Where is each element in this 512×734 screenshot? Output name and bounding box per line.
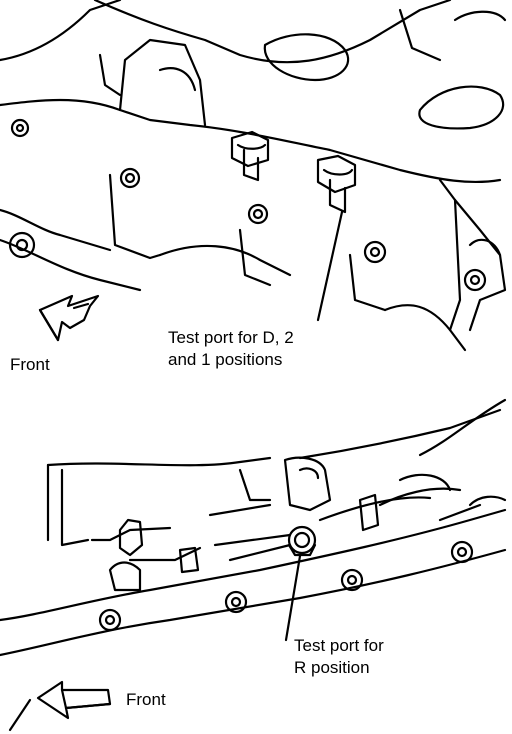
bottom-callout-label-line2: R position <box>294 658 370 677</box>
front-arrow-icon <box>36 680 112 720</box>
bottom-callout-label-line1: Test port for <box>294 636 384 655</box>
top-valve-body-drawing <box>0 0 507 352</box>
top-callout-label-line1: Test port for D, 2 <box>168 328 294 347</box>
top-callout-label-line2: and 1 positions <box>168 350 283 369</box>
bottom-front-label: Front <box>126 690 166 709</box>
front-arrow-icon <box>38 294 100 342</box>
top-front-label: Front <box>10 355 50 374</box>
bottom-valve-body-drawing <box>0 398 507 732</box>
